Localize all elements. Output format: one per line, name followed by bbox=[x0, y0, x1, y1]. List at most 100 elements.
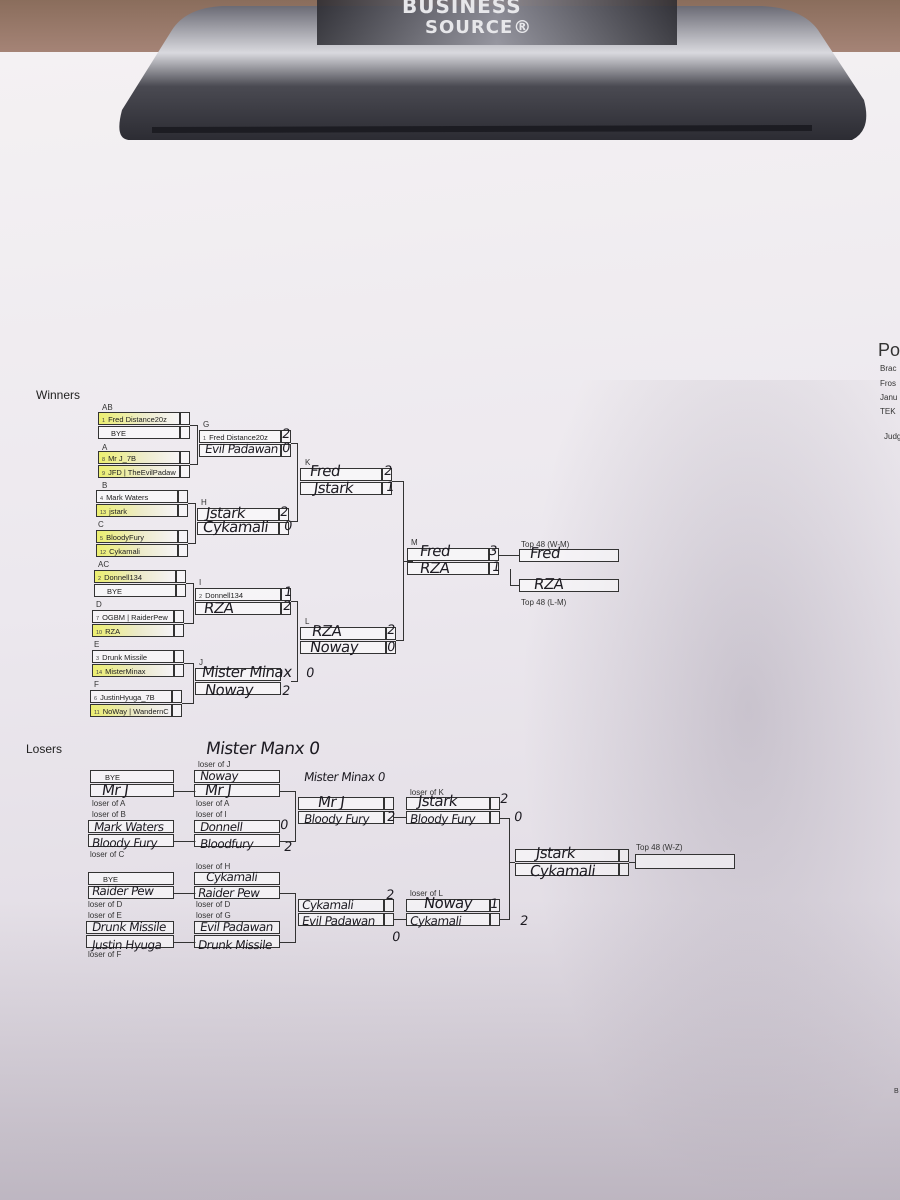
score-box[interactable] bbox=[384, 913, 394, 926]
score-box[interactable] bbox=[386, 641, 396, 654]
w2-j-p1[interactable] bbox=[195, 668, 281, 681]
score-box[interactable] bbox=[178, 504, 188, 517]
score-box[interactable] bbox=[490, 811, 500, 824]
w2-j-p2[interactable] bbox=[195, 682, 281, 695]
score-box[interactable] bbox=[178, 544, 188, 557]
score-box[interactable] bbox=[174, 610, 184, 623]
l2-m4-rel-above: loser of G bbox=[196, 911, 231, 920]
l4-m1-p1[interactable] bbox=[406, 797, 490, 810]
l3-m1-p1[interactable] bbox=[298, 797, 384, 810]
l1-m3-p1[interactable]: BYE bbox=[88, 872, 174, 885]
l3-m2-p1[interactable] bbox=[298, 899, 384, 912]
score-box[interactable] bbox=[384, 899, 394, 912]
l4-m1-p2[interactable] bbox=[406, 811, 490, 824]
score-box[interactable] bbox=[176, 570, 186, 583]
score-box[interactable] bbox=[489, 548, 499, 561]
score-box[interactable] bbox=[281, 588, 291, 601]
score-box[interactable] bbox=[490, 913, 500, 926]
score-box[interactable] bbox=[619, 863, 629, 876]
score-box[interactable] bbox=[172, 704, 182, 717]
score-box[interactable] bbox=[384, 811, 394, 824]
score-box[interactable] bbox=[279, 508, 289, 521]
l4-m2-p2[interactable] bbox=[406, 913, 490, 926]
l1-m2-p2[interactable] bbox=[88, 834, 174, 847]
score-box[interactable] bbox=[490, 797, 500, 810]
score-box[interactable] bbox=[382, 482, 392, 495]
score-box[interactable] bbox=[382, 468, 392, 481]
w2-g-p2[interactable] bbox=[199, 444, 281, 457]
l2-m1-p2[interactable] bbox=[194, 784, 280, 797]
score-box[interactable] bbox=[489, 562, 499, 575]
w1-m5-p2[interactable]: BYE bbox=[94, 584, 176, 597]
w3-l-p2[interactable] bbox=[300, 641, 386, 654]
l2-m1-p1[interactable] bbox=[194, 770, 280, 783]
l1-m2-p1[interactable] bbox=[88, 820, 174, 833]
l1-m4-p2[interactable] bbox=[86, 935, 174, 948]
score-box[interactable] bbox=[178, 530, 188, 543]
score-box[interactable] bbox=[619, 849, 629, 862]
w3-k-p1[interactable] bbox=[300, 468, 382, 481]
w2-i-p2[interactable] bbox=[195, 602, 281, 615]
l1-m1-p2[interactable] bbox=[90, 784, 174, 797]
score-box[interactable] bbox=[281, 602, 291, 615]
score-box[interactable] bbox=[174, 624, 184, 637]
score-box[interactable] bbox=[279, 522, 289, 535]
bracket-connector bbox=[510, 585, 519, 586]
l2-m4-p1[interactable] bbox=[194, 921, 280, 934]
w2-h-p1[interactable] bbox=[197, 508, 279, 521]
score-box[interactable] bbox=[281, 430, 291, 443]
l2-m4-p2[interactable] bbox=[194, 935, 280, 948]
score-box[interactable] bbox=[180, 412, 190, 425]
l5-p1[interactable] bbox=[515, 849, 619, 862]
l2-m2-p2[interactable] bbox=[194, 834, 280, 847]
l5-p2[interactable] bbox=[515, 863, 619, 876]
score-box[interactable] bbox=[180, 465, 190, 478]
w4-m-p2[interactable] bbox=[407, 562, 489, 575]
score-box[interactable] bbox=[174, 650, 184, 663]
score-box[interactable] bbox=[281, 444, 291, 457]
score-box[interactable] bbox=[180, 451, 190, 464]
top48-z-slot[interactable] bbox=[635, 854, 735, 869]
l2-m3-p2[interactable] bbox=[194, 886, 280, 899]
l2-m2-p1[interactable] bbox=[194, 820, 280, 833]
l2-m3-p1[interactable] bbox=[194, 872, 280, 885]
l1-m4-p1[interactable] bbox=[86, 921, 174, 934]
score-box[interactable] bbox=[172, 690, 182, 703]
top48-l-slot[interactable] bbox=[519, 579, 619, 592]
w1-m1-p2[interactable]: BYE bbox=[98, 426, 180, 439]
top48-w-slot[interactable] bbox=[519, 549, 619, 562]
l3-m1-p2[interactable] bbox=[298, 811, 384, 824]
w3-l-p1[interactable] bbox=[300, 627, 386, 640]
score-box[interactable] bbox=[490, 899, 500, 912]
score-box[interactable] bbox=[386, 627, 396, 640]
score-box[interactable] bbox=[178, 490, 188, 503]
score-box[interactable] bbox=[176, 584, 186, 597]
w2-h-p2[interactable] bbox=[197, 522, 279, 535]
w3-k-p2[interactable] bbox=[300, 482, 382, 495]
w4-m-p1[interactable] bbox=[407, 548, 489, 561]
l4-m2-p1[interactable] bbox=[406, 899, 490, 912]
sheet-title: Po bbox=[878, 340, 900, 360]
score-box[interactable] bbox=[174, 664, 184, 677]
l1-m1-p1[interactable]: BYE bbox=[90, 770, 174, 783]
l3-m2-p2[interactable] bbox=[298, 913, 384, 926]
score-box[interactable] bbox=[384, 797, 394, 810]
l1-m3-p2[interactable] bbox=[88, 886, 174, 899]
score-box[interactable] bbox=[180, 426, 190, 439]
